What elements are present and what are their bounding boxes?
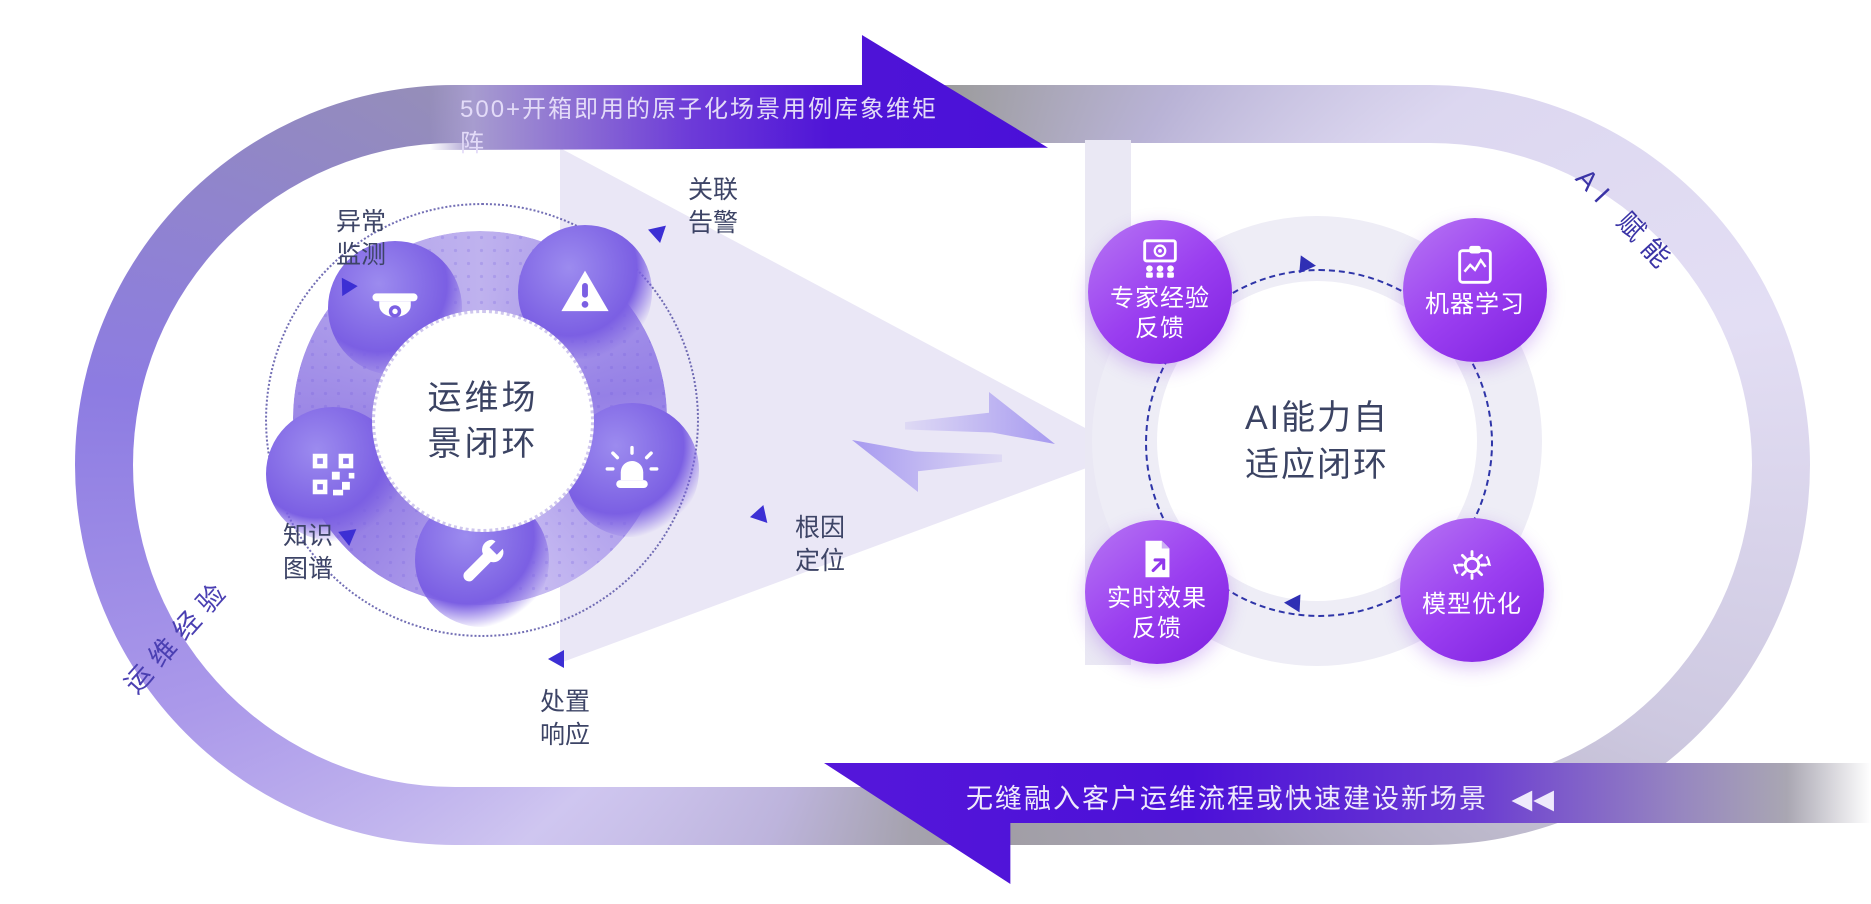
arrowhead-response-icon [548, 650, 564, 668]
node-expert-feedback: 专家经验 反馈 [1088, 220, 1232, 364]
step-correlated-alerting: 关联 告警 [688, 176, 739, 237]
top-banner-text: 500+开箱即用的原子化场景用例库象维矩阵 [460, 96, 939, 157]
bottom-banner-text: 无缝融入客户运维流程或快速建设新场景 ◀◀ [966, 777, 1555, 816]
expert-feedback-icon [1143, 239, 1177, 278]
arrowhead-right-top-icon [1299, 255, 1317, 275]
arrowhead-right-bottom-icon [1283, 593, 1301, 613]
step-anomaly-monitoring: 异常 监测 [336, 208, 387, 269]
node-realtime-feedback: 实时效果 反馈 [1085, 520, 1229, 664]
warning-icon [561, 270, 609, 312]
step-knowledge-graph: 知识 图谱 [283, 522, 334, 583]
node-model-optimization: 模型优化 [1400, 518, 1544, 662]
machine-learning-icon [1458, 245, 1492, 284]
node-expert-feedback-label: 专家经验 反馈 [1110, 285, 1210, 342]
camera-icon [372, 293, 418, 318]
left-loop-center: 运维场 景闭环 [372, 310, 594, 532]
model-optimize-icon [1452, 550, 1492, 580]
node-model-optimization-label: 模型优化 [1422, 591, 1522, 618]
siren-icon [605, 445, 659, 488]
left-loop-dashed-circle [265, 203, 699, 637]
left-arrows-icon: ◀◀ [1511, 784, 1556, 814]
left-loop-title: 运维场 景闭环 [427, 379, 539, 463]
bottom-banner-label: 无缝融入客户运维流程或快速建设新场景 [966, 784, 1488, 814]
right-loop-dashed-circle [1145, 269, 1493, 617]
knowledge-graph-icon [312, 453, 355, 496]
right-loop-title: AI能力自 适应闭环 [1244, 399, 1390, 484]
node-machine-learning: 机器学习 [1403, 218, 1547, 362]
wrench-icon [463, 539, 504, 582]
node-realtime-feedback-label: 实时效果 反馈 [1107, 585, 1207, 642]
step-root-cause-location: 根因 定位 [795, 514, 846, 575]
node-machine-learning-label: 机器学习 [1425, 291, 1525, 318]
step-response-handling: 处置 响应 [540, 688, 591, 749]
realtime-feedback-icon [1145, 540, 1170, 578]
